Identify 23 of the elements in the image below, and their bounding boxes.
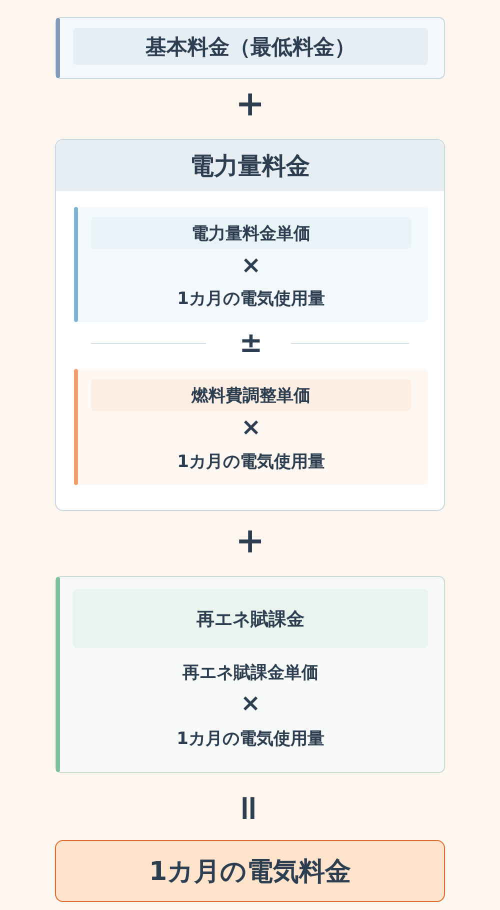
formula-text: 再エネ賦課金単価 [182,662,320,684]
heading-label: 電力量料金 [56,140,444,191]
heading-label: 基本料金（最低料金） [73,28,428,65]
operator-sign: ± [238,329,264,357]
total-charge-box [55,840,445,902]
energy-charge-panel [55,139,445,511]
formula-text: 1カ月の電気使用量 [176,728,326,750]
heading-label: 再エネ賦課金 [73,589,428,648]
heading-label: 電力量料金単価 [91,217,411,249]
operator-sign: ＋ [229,83,271,123]
base-charge-box [55,17,445,79]
fuel-adjustment-box [74,369,428,485]
heading-label: 燃料費調整単価 [91,379,411,411]
formula-text: 1カ月の電気料金 [148,856,352,888]
formula-text: 1カ月の電気使用量 [176,450,326,474]
unit-price-box [74,207,428,322]
operator-sign: ＝ [230,787,270,830]
formula-text: × [240,251,262,279]
formula-text: × [239,689,262,717]
operator-sign: ＋ [229,520,271,560]
formula-text: × [240,413,262,441]
renewable-levy-box [55,576,445,773]
formula-text: 1カ月の電気使用量 [176,288,326,310]
